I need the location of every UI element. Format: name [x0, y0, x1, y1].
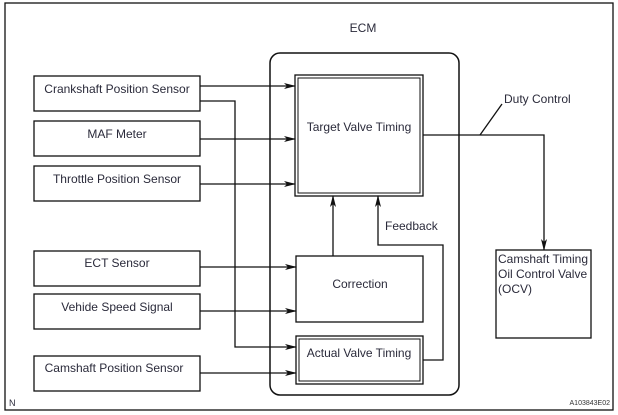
input-label: Crankshaft Position Sensor	[44, 82, 189, 96]
diagram-frame	[4, 2, 614, 411]
output-label-line-3: (OCV)	[498, 282, 532, 296]
ecm-label: ECM	[350, 21, 377, 35]
input-ect-sensor: ECT Sensor	[33, 250, 201, 287]
input-label: MAF Meter	[87, 127, 146, 141]
block-label: Correction	[332, 277, 387, 291]
input-throttle-position-sensor: Throttle Position Sensor	[33, 165, 201, 202]
block-target-valve-timing: Target Valve Timing	[294, 74, 424, 197]
duty-control-label: Duty Control	[504, 92, 571, 106]
connector-duty-control	[423, 134, 547, 251]
input-maf-meter: MAF Meter	[33, 120, 201, 157]
feedback-label: Feedback	[385, 219, 439, 233]
input-label: Camshaft Position Sensor	[45, 361, 184, 375]
input-label: Vehide Speed Signal	[61, 300, 172, 314]
output-label-line-2: Oil Control Valve	[498, 267, 587, 281]
block-label: Actual Valve Timing	[307, 346, 412, 360]
input-crankshaft-position-sensor: Crankshaft Position Sensor	[33, 75, 201, 112]
input-vehicle-speed-signal: Vehide Speed Signal	[33, 293, 201, 330]
corner-mark: N	[9, 398, 16, 408]
figure-code: A103843E02	[570, 400, 611, 407]
duty-control-leader	[479, 103, 503, 136]
output-ocv: Camshaft Timing Oil Control Valve (OCV)	[495, 249, 592, 339]
block-correction: Correction	[295, 255, 424, 323]
block-label: Target Valve Timing	[307, 120, 412, 134]
input-label: ECT Sensor	[84, 256, 149, 270]
block-actual-valve-timing: Actual Valve Timing	[295, 335, 424, 385]
connector-crankshaft-to-actual	[200, 100, 297, 350]
ecm-container	[269, 52, 460, 396]
input-label: Throttle Position Sensor	[53, 172, 181, 186]
input-camshaft-position-sensor: Camshaft Position Sensor	[33, 355, 201, 392]
output-label-line-1: Camshaft Timing	[498, 252, 588, 266]
connector-feedback	[375, 195, 444, 361]
